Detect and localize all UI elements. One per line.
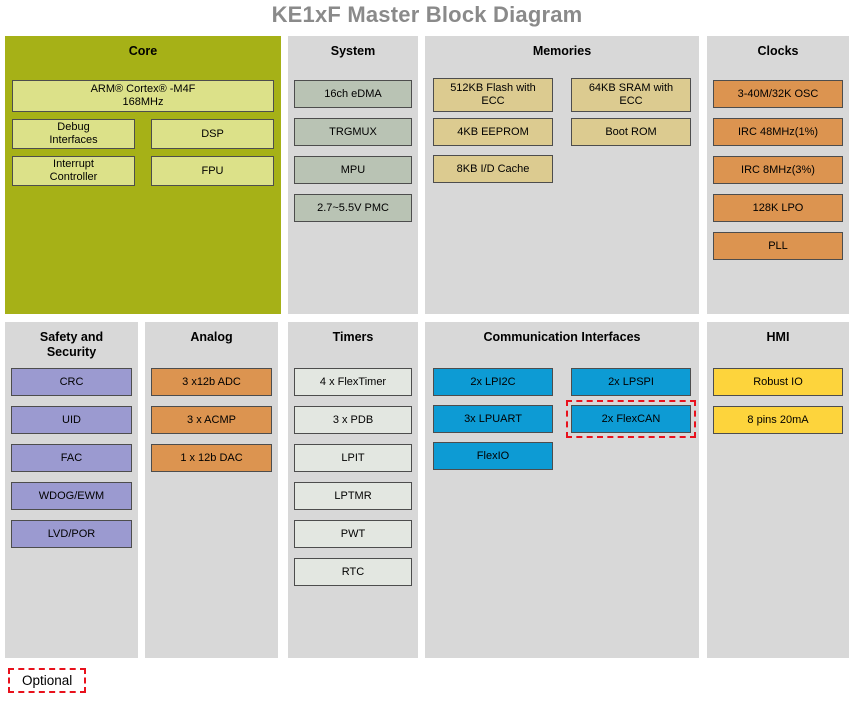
block-lpspi: 2x LPSPI: [571, 368, 691, 396]
block-flexcan: 2x FlexCAN: [571, 405, 691, 433]
block-irc-48mhz: IRC 48MHz(1%): [713, 118, 843, 146]
block-lpuart: 3x LPUART: [433, 405, 553, 433]
panel-safety-title: Safety and Security: [39, 330, 104, 359]
hmi-blocks: Robust IO 8 pins 20mA: [713, 368, 843, 444]
panel-analog: Analog 3 x12b ADC 3 x ACMP 1 x 12b DAC: [145, 322, 278, 658]
panel-hmi-title: HMI: [766, 330, 790, 344]
block-cache: 8KB I/D Cache: [433, 155, 553, 183]
block-trgmux: TRGMUX: [294, 118, 412, 146]
block-fac: FAC: [11, 444, 132, 472]
optional-highlight-flexcan: 2x FlexCAN: [566, 400, 696, 438]
panel-comm-title: Communication Interfaces: [483, 330, 641, 344]
core-grid: Debug Interfaces DSP Interrupt Controlle…: [5, 119, 281, 186]
block-lpi2c: 2x LPI2C: [433, 368, 553, 396]
safety-blocks: CRC UID FAC WDOG/EWM LVD/POR: [11, 368, 132, 558]
panel-timers-title: Timers: [332, 330, 374, 344]
block-interrupt-controller: Interrupt Controller: [12, 156, 135, 186]
block-irc-8mhz: IRC 8MHz(3%): [713, 156, 843, 184]
block-rtc: RTC: [294, 558, 412, 586]
panel-timers: Timers 4 x FlexTimer 3 x PDB LPIT LPTMR …: [288, 322, 418, 658]
panel-clocks: Clocks 3-40M/32K OSC IRC 48MHz(1%) IRC 8…: [707, 36, 849, 314]
block-lpo: 128K LPO: [713, 194, 843, 222]
block-dsp: DSP: [151, 119, 274, 149]
analog-blocks: 3 x12b ADC 3 x ACMP 1 x 12b DAC: [151, 368, 272, 482]
panel-core: Core ARM® Cortex® -M4F 168MHz Debug Inte…: [5, 36, 281, 314]
panel-system: System 16ch eDMA TRGMUX MPU 2.7~5.5V PMC: [288, 36, 418, 314]
memories-col2: 64KB SRAM with ECC Boot ROM: [571, 78, 691, 192]
panel-system-title: System: [330, 44, 376, 58]
panel-memories: Memories 512KB Flash with ECC 4KB EEPROM…: [425, 36, 699, 314]
memories-columns: 512KB Flash with ECC 4KB EEPROM 8KB I/D …: [433, 78, 691, 192]
block-dac: 1 x 12b DAC: [151, 444, 272, 472]
memories-col1: 512KB Flash with ECC 4KB EEPROM 8KB I/D …: [433, 78, 553, 192]
block-adc: 3 x12b ADC: [151, 368, 272, 396]
block-lpit: LPIT: [294, 444, 412, 472]
block-flextimer: 4 x FlexTimer: [294, 368, 412, 396]
block-fpu: FPU: [151, 156, 274, 186]
block-eeprom: 4KB EEPROM: [433, 118, 553, 146]
block-wdog-ewm: WDOG/EWM: [11, 482, 132, 510]
block-flash: 512KB Flash with ECC: [433, 78, 553, 112]
comm-columns: 2x LPI2C 3x LPUART FlexIO 2x LPSPI 2x Fl…: [433, 368, 696, 479]
block-lvd-por: LVD/POR: [11, 520, 132, 548]
block-robust-io: Robust IO: [713, 368, 843, 396]
block-pdb: 3 x PDB: [294, 406, 412, 434]
block-pll: PLL: [713, 232, 843, 260]
block-lptmr: LPTMR: [294, 482, 412, 510]
block-acmp: 3 x ACMP: [151, 406, 272, 434]
optional-legend: Optional: [8, 668, 87, 693]
panel-clocks-title: Clocks: [757, 44, 799, 58]
block-8pins-20ma: 8 pins 20mA: [713, 406, 843, 434]
comm-col2: 2x LPSPI 2x FlexCAN: [566, 368, 696, 479]
system-blocks: 16ch eDMA TRGMUX MPU 2.7~5.5V PMC: [294, 80, 412, 232]
block-uid: UID: [11, 406, 132, 434]
panel-core-body: ARM® Cortex® -M4F 168MHz Debug Interface…: [5, 80, 281, 186]
panel-memories-title: Memories: [532, 44, 592, 58]
block-crc: CRC: [11, 368, 132, 396]
block-cortex-m4f: ARM® Cortex® -M4F 168MHz: [12, 80, 274, 112]
clocks-blocks: 3-40M/32K OSC IRC 48MHz(1%) IRC 8MHz(3%)…: [713, 80, 843, 270]
timers-blocks: 4 x FlexTimer 3 x PDB LPIT LPTMR PWT RTC: [294, 368, 412, 596]
block-osc: 3-40M/32K OSC: [713, 80, 843, 108]
panel-hmi: HMI Robust IO 8 pins 20mA: [707, 322, 849, 658]
panel-core-title: Core: [128, 44, 158, 58]
block-edma: 16ch eDMA: [294, 80, 412, 108]
panel-communication-interfaces: Communication Interfaces 2x LPI2C 3x LPU…: [425, 322, 699, 658]
block-sram: 64KB SRAM with ECC: [571, 78, 691, 112]
block-flexio: FlexIO: [433, 442, 553, 470]
block-pwt: PWT: [294, 520, 412, 548]
page-title: KE1xF Master Block Diagram: [271, 2, 583, 27]
comm-col1: 2x LPI2C 3x LPUART FlexIO: [433, 368, 553, 479]
panel-analog-title: Analog: [190, 330, 233, 344]
block-pmc: 2.7~5.5V PMC: [294, 194, 412, 222]
panel-safety-security: Safety and Security CRC UID FAC WDOG/EWM…: [5, 322, 138, 658]
block-debug-interfaces: Debug Interfaces: [12, 119, 135, 149]
block-mpu: MPU: [294, 156, 412, 184]
block-boot-rom: Boot ROM: [571, 118, 691, 146]
